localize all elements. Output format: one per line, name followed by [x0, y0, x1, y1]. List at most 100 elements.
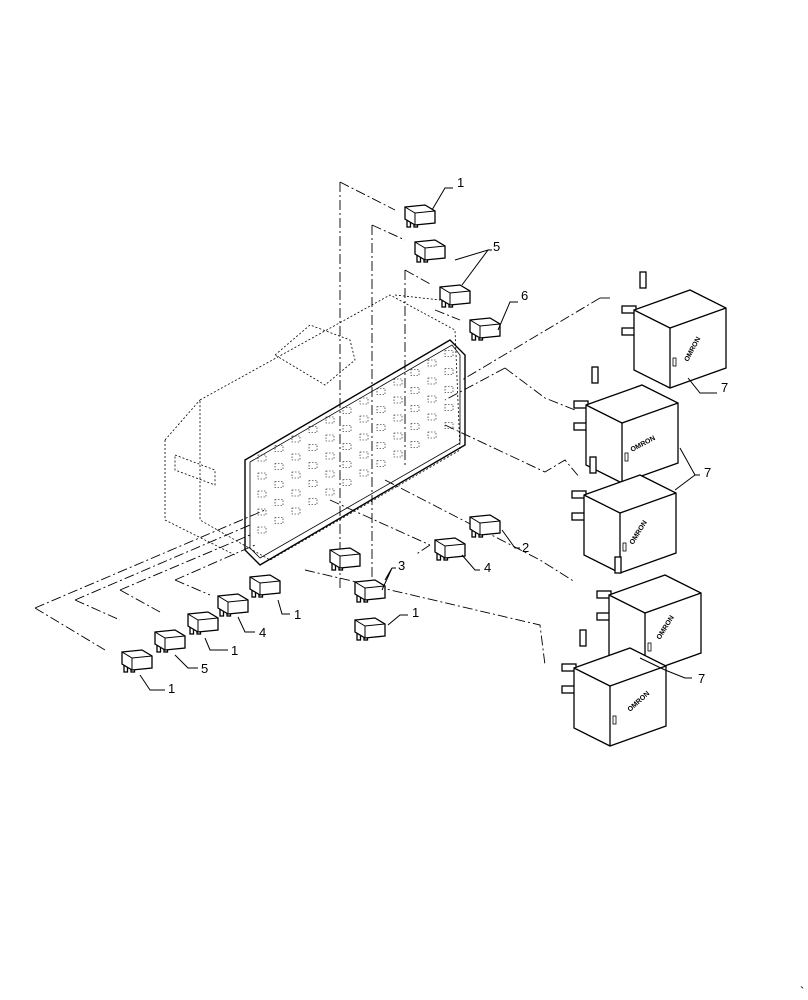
callout-7-relay-1: 7: [721, 380, 728, 395]
page-corner-mark: `: [800, 984, 804, 999]
socket: [342, 443, 352, 450]
socket: [291, 471, 301, 479]
socket: [444, 368, 454, 375]
mini-fuse-mid-3b: [354, 579, 386, 603]
socket: [274, 445, 284, 452]
socket: [427, 395, 437, 403]
socket: [257, 454, 267, 462]
socket: [410, 423, 420, 430]
callout-4-right: 4: [484, 560, 491, 575]
callout-5-top: 5: [493, 239, 500, 254]
socket: [308, 498, 318, 505]
socket: [325, 488, 335, 496]
socket: [376, 388, 386, 395]
socket: [291, 453, 301, 461]
fuse-box-socket-grid: [257, 350, 454, 534]
socket: [393, 378, 403, 386]
socket: [376, 406, 386, 413]
socket: [325, 416, 335, 424]
socket: [342, 461, 352, 468]
socket: [342, 407, 352, 414]
socket: [325, 434, 335, 442]
socket: [274, 517, 284, 524]
socket: [325, 470, 335, 478]
socket: [410, 387, 420, 394]
socket: [393, 432, 403, 440]
socket: [410, 369, 420, 376]
center-lines: [34, 181, 610, 666]
mini-fuse-right-2: [469, 514, 501, 538]
mini-fuse-left-5: [154, 629, 186, 653]
socket: [308, 462, 318, 469]
relay-4: OMRON: [596, 556, 702, 674]
socket: [393, 414, 403, 422]
socket: [291, 507, 301, 515]
socket: [427, 413, 437, 421]
mini-fuse-top-5b: [439, 284, 471, 308]
socket: [274, 463, 284, 470]
callout-6: 6: [521, 288, 528, 303]
mini-fuse-top-5a: [414, 239, 446, 263]
socket: [444, 350, 454, 357]
socket: [410, 441, 420, 448]
mini-fuse-left-1c: [121, 649, 153, 673]
socket: [410, 405, 420, 412]
socket: [291, 489, 301, 497]
callout-1-left-b: 1: [231, 643, 238, 658]
callout-7-relay-4-5: 7: [698, 671, 705, 686]
socket: [291, 435, 301, 443]
mini-fuse-left-1a: [249, 574, 281, 598]
socket: [359, 451, 369, 459]
socket: [376, 442, 386, 449]
mini-fuse-mid-1: [354, 617, 386, 641]
socket: [393, 450, 403, 458]
mini-fuse-mid-3a: [329, 547, 361, 571]
socket: [376, 460, 386, 467]
socket: [308, 480, 318, 487]
socket: [274, 481, 284, 488]
mini-fuse-top-1: [404, 204, 436, 228]
relay-3: OMRON: [571, 456, 677, 574]
callout-2: 2: [522, 540, 529, 555]
relay-1: OMRON: [621, 271, 727, 389]
socket: [444, 386, 454, 393]
relay-2: OMRON: [573, 366, 679, 484]
socket: [308, 426, 318, 433]
mini-fuse-left-4: [217, 593, 249, 617]
socket: [444, 404, 454, 411]
callout-1-left-c: 1: [168, 681, 175, 696]
socket: [427, 359, 437, 367]
socket: [257, 508, 267, 516]
socket: [444, 422, 454, 429]
callout-labels: 1 5 6 7 7 2 4 3 1 1 4 1 5 1 7 `: [168, 175, 804, 999]
callout-1-top: 1: [457, 175, 464, 190]
socket: [359, 397, 369, 405]
callout-1-left-a: 1: [294, 607, 301, 622]
socket: [427, 431, 437, 439]
socket: [274, 499, 284, 506]
socket: [257, 490, 267, 498]
relay-5: OMRON: [561, 629, 667, 747]
socket: [359, 433, 369, 441]
leader-lines: [139, 187, 717, 691]
socket: [342, 425, 352, 432]
mini-fuse-top-6: [469, 317, 501, 341]
callout-4-left: 4: [259, 625, 266, 640]
socket: [359, 469, 369, 477]
socket: [359, 415, 369, 423]
socket: [427, 377, 437, 385]
callout-1-mid: 1: [412, 605, 419, 620]
callout-5-left: 5: [201, 661, 208, 676]
socket: [393, 396, 403, 404]
socket: [376, 424, 386, 431]
socket: [342, 479, 352, 486]
callout-3: 3: [398, 558, 405, 573]
socket: [308, 444, 318, 451]
mini-fuse-left-1b: [187, 611, 219, 635]
callout-7-relay-2-3: 7: [704, 465, 711, 480]
socket: [325, 452, 335, 460]
socket: [257, 472, 267, 480]
socket: [257, 526, 267, 534]
mini-fuse-right-4: [434, 537, 466, 561]
